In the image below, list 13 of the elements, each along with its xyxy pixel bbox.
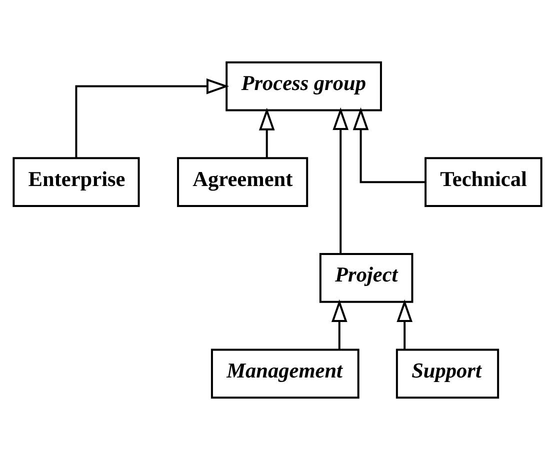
node-box: Support [396, 348, 500, 398]
arrow [352, 106, 426, 183]
node-box: Management [210, 348, 360, 398]
node-box: Project [319, 252, 414, 302]
arrow [258, 107, 275, 158]
arrow [75, 78, 230, 158]
node-box: Technical [424, 156, 542, 207]
arrow [332, 106, 349, 254]
node-box: Agreement [177, 156, 308, 207]
node-box: Process group [226, 60, 382, 111]
arrow [396, 298, 413, 350]
arrow [331, 298, 348, 350]
node-box: Enterprise [12, 156, 140, 207]
